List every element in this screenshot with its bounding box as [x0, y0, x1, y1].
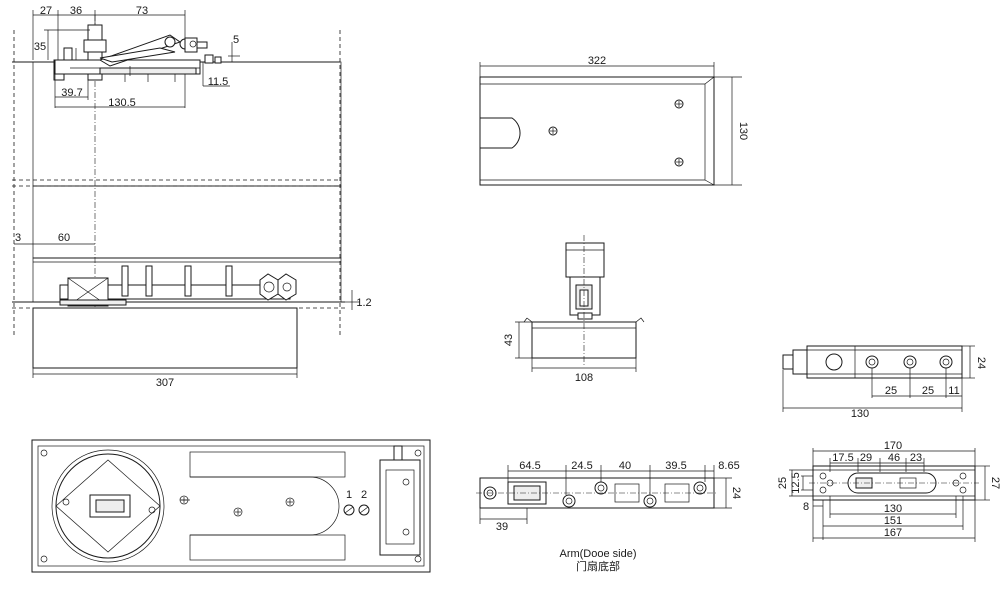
dim-27-label: 27: [40, 5, 52, 17]
end-view: 43 108: [503, 235, 645, 384]
dim-3-label: 3: [15, 232, 21, 244]
dim-5-label: 5: [233, 34, 239, 46]
dim-11-5-label: 11.5: [208, 76, 229, 88]
small-top-right-part: 24 25 25 11 130: [782, 345, 987, 420]
dim-25b-label: 25: [922, 385, 934, 397]
plan-view: 1 2: [31, 439, 431, 573]
dim-29-label: 29: [860, 452, 872, 464]
dim-46-label: 46: [888, 452, 900, 464]
dim-130-small-label: 130: [851, 408, 869, 420]
dim-25-label: 25: [777, 477, 789, 489]
top-cover-plate: 322 130: [479, 55, 749, 186]
dim-36-label: 36: [70, 5, 82, 17]
side-view-upper: 27 36 73 35 5 11.5 39.7 130.5: [12, 5, 342, 335]
dim-40-label: 40: [619, 460, 631, 472]
dim-167-label: 167: [884, 527, 902, 539]
dim-35-label: 35: [34, 41, 46, 53]
dim-12-5-label: 12.5: [790, 472, 802, 493]
dim-64-5-label: 64.5: [519, 460, 540, 472]
dim-322-label: 322: [588, 55, 606, 67]
dim-11-label: 11: [948, 385, 959, 397]
arm-door-side: 64.5 24.5 40 39.5 8.65 24 39 Arm(Dooe si…: [476, 460, 742, 573]
dim-130-5-label: 130.5: [108, 97, 136, 109]
side-view-lower: 3 60 1.2 307: [12, 185, 372, 389]
dim-39-5-label: 39.5: [665, 460, 686, 472]
dim-24-arm-label: 24: [730, 487, 742, 499]
dim-39-label: 39: [496, 521, 508, 533]
dim-73-label: 73: [136, 5, 148, 17]
adjust-screw-1-label: 1: [346, 489, 352, 501]
dim-130-plate2-label: 130: [884, 503, 902, 515]
dim-23-label: 23: [910, 452, 922, 464]
dim-130-plate-label: 130: [737, 122, 749, 140]
dim-60-label: 60: [58, 232, 70, 244]
dim-1-2-label: 1.2: [356, 297, 371, 309]
arm-caption-en: Arm(Dooe side): [559, 548, 636, 560]
dim-151-label: 151: [884, 515, 902, 527]
dim-43-label: 43: [503, 334, 515, 346]
dim-24-5-label: 24.5: [571, 460, 592, 472]
dim-8-label: 8: [803, 501, 809, 513]
dim-39-7-label: 39.7: [61, 87, 82, 99]
adjust-screw-2-label: 2: [361, 489, 367, 501]
bottom-right-plate: 170 17.5 29 46 23 25 12.5 27 8 130 151: [777, 440, 1000, 542]
dim-27-plate-label: 27: [989, 477, 1000, 489]
arm-caption-cn: 门扇底部: [576, 559, 620, 573]
dim-307-label: 307: [156, 377, 174, 389]
dim-108-label: 108: [575, 372, 593, 384]
dim-25a-label: 25: [885, 385, 897, 397]
dim-17-5-label: 17.5: [832, 452, 853, 464]
dim-170-label: 170: [884, 440, 902, 452]
dim-24-small-label: 24: [975, 357, 987, 369]
dim-8-65-label: 8.65: [718, 460, 739, 472]
